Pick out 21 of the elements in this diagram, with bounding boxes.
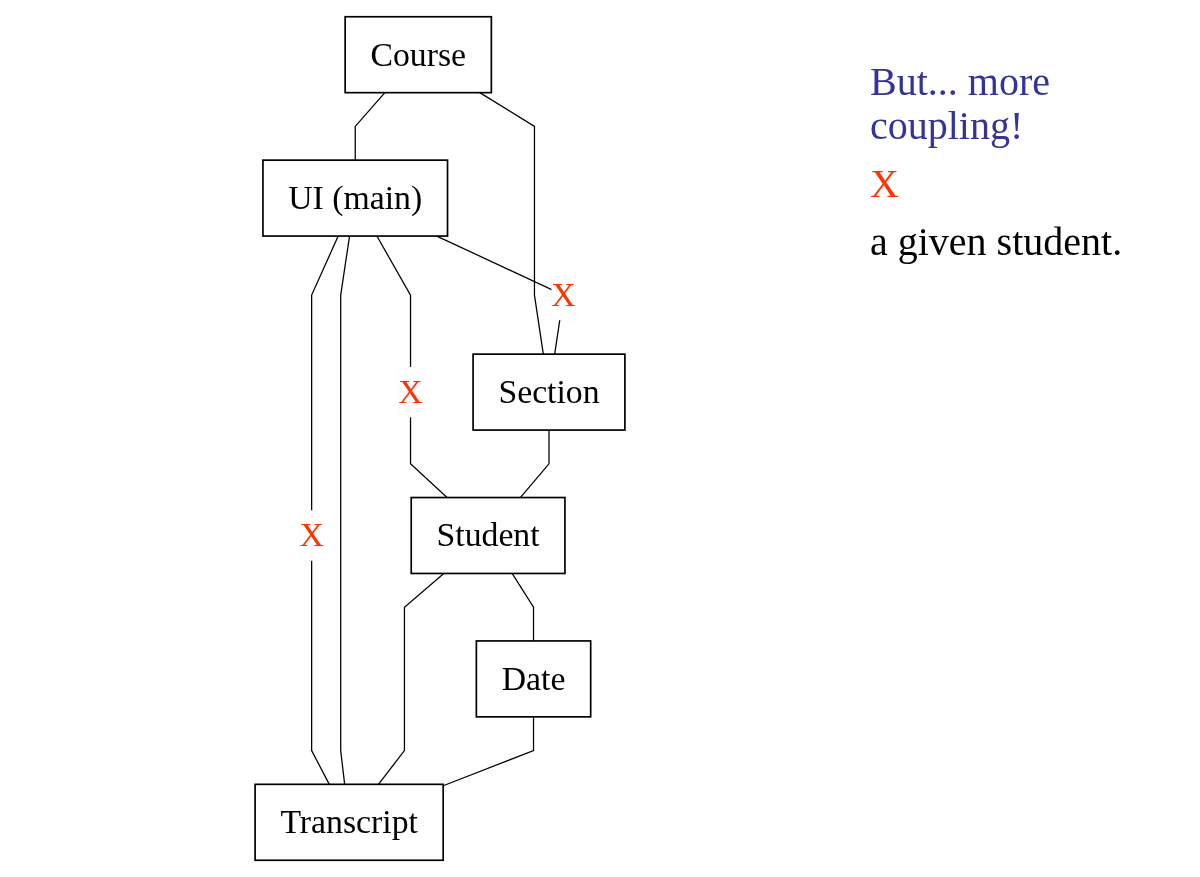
connector [354,92,386,161]
connector [511,572,535,642]
node-box: Section [472,353,626,431]
node-box: Date [475,640,592,718]
node-box: Student [410,496,566,575]
connector [376,235,448,499]
connector [442,716,535,787]
node-box: Transcript [254,783,445,862]
edge-label: X [299,516,324,555]
connector [340,235,351,785]
note: But... more coupling! [870,60,1051,148]
connector [479,92,544,355]
node-box: Course [344,15,493,94]
edge-label: X [398,372,423,411]
connector [311,235,339,785]
cross-mark: X [870,162,900,206]
connector [519,429,550,499]
edge-label: X [551,275,576,314]
note: a given student. [870,220,1124,264]
node-box: UI (main) [262,159,449,237]
connector [377,572,445,785]
